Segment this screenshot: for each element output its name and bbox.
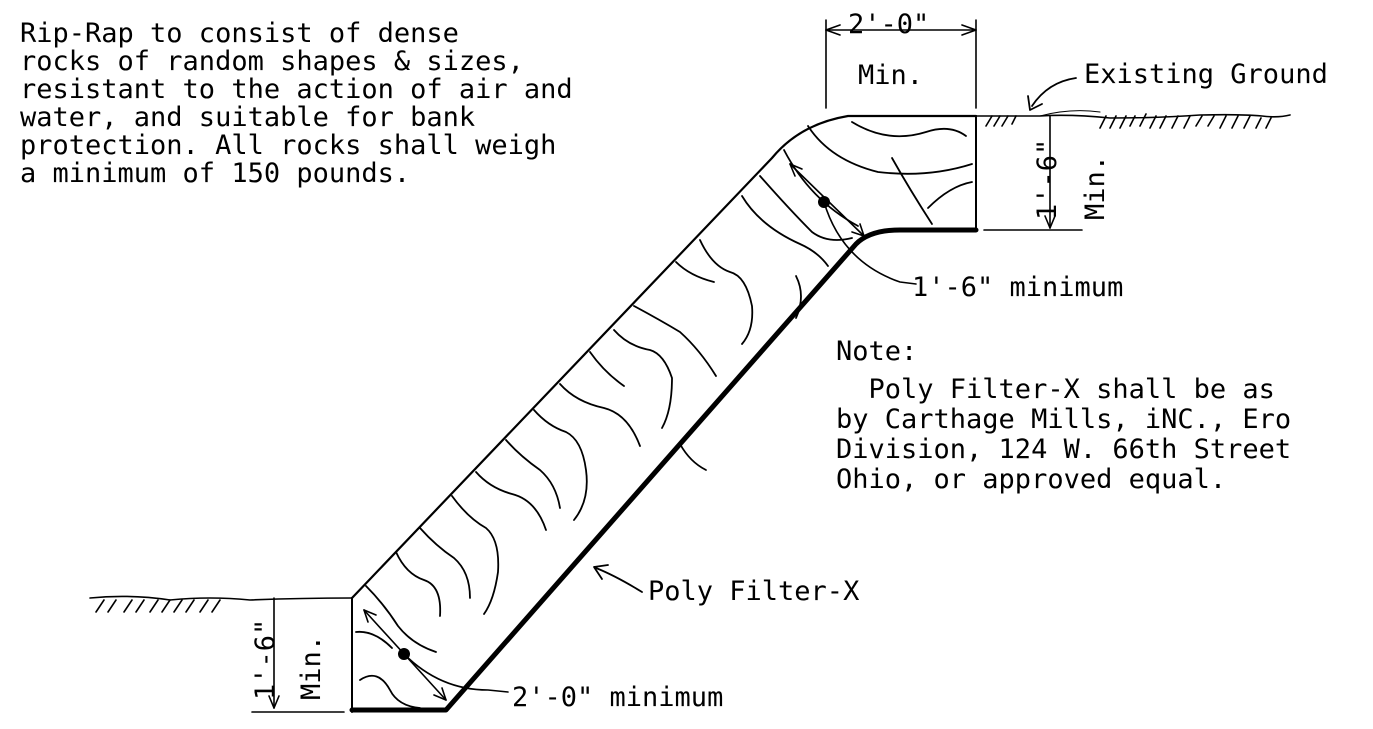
filter-note-heading: Note: bbox=[836, 336, 917, 367]
spec-note-line: a minimum of 150 pounds. bbox=[20, 158, 410, 189]
toe-depth-qualifier: Min. bbox=[296, 635, 327, 700]
filter-note-line: Division, 124 W. 66th Street bbox=[836, 434, 1291, 465]
spec-note-line: resistant to the action of air and bbox=[20, 74, 573, 105]
rip-rap-spec-note: Rip-Rap to consist of dense rocks of ran… bbox=[20, 18, 573, 189]
toe-depth-value: 1'-6" bbox=[250, 619, 281, 700]
spec-note-line: water, and suitable for bank bbox=[20, 102, 475, 133]
filter-note-line: Ohio, or approved equal. bbox=[836, 464, 1226, 495]
existing-ground-label: Existing Ground bbox=[1084, 59, 1328, 90]
upper-thickness-label: 1'-6" minimum bbox=[912, 272, 1123, 303]
top-depth-dimension bbox=[983, 115, 1083, 231]
lower-thickness-label: 2'-0" minimum bbox=[512, 682, 723, 713]
spec-note-line: protection. All rocks shall weigh bbox=[20, 130, 556, 161]
poly-filter-line bbox=[349, 227, 979, 713]
filter-note-line: by Carthage Mills, iNC., Ero bbox=[836, 404, 1291, 435]
upper-thickness-dot bbox=[818, 196, 830, 208]
existing-ground-arrowhead bbox=[1027, 95, 1043, 111]
top-width-dimension bbox=[825, 19, 977, 109]
poly-filter-arrowhead bbox=[593, 564, 609, 580]
poly-filter-label: Poly Filter-X bbox=[648, 576, 859, 607]
rip-rap-outline bbox=[350, 114, 978, 713]
existing-ground-right bbox=[975, 110, 1291, 129]
lower-thickness-dot bbox=[398, 648, 410, 660]
existing-ground-leader bbox=[1031, 77, 1077, 107]
top-width-value: 2'-0" bbox=[848, 9, 929, 40]
spec-note-line: rocks of random shapes & sizes, bbox=[20, 46, 524, 77]
lower-thickness-dimension bbox=[363, 609, 509, 701]
poly-filter-note: Note: Poly Filter-X shall be as by Carth… bbox=[836, 336, 1291, 495]
top-depth-qualifier: Min. bbox=[1080, 155, 1111, 220]
rock-pattern bbox=[355, 121, 973, 709]
top-width-qualifier: Min. bbox=[858, 60, 923, 91]
poly-filter-leader bbox=[595, 567, 643, 593]
existing-ground-left bbox=[89, 595, 353, 613]
spec-note-line: Rip-Rap to consist of dense bbox=[20, 18, 459, 49]
toe-depth-dimension bbox=[251, 597, 345, 713]
top-depth-value: 1'-6" bbox=[1032, 139, 1063, 220]
filter-note-line: Poly Filter-X shall be as bbox=[836, 374, 1275, 405]
